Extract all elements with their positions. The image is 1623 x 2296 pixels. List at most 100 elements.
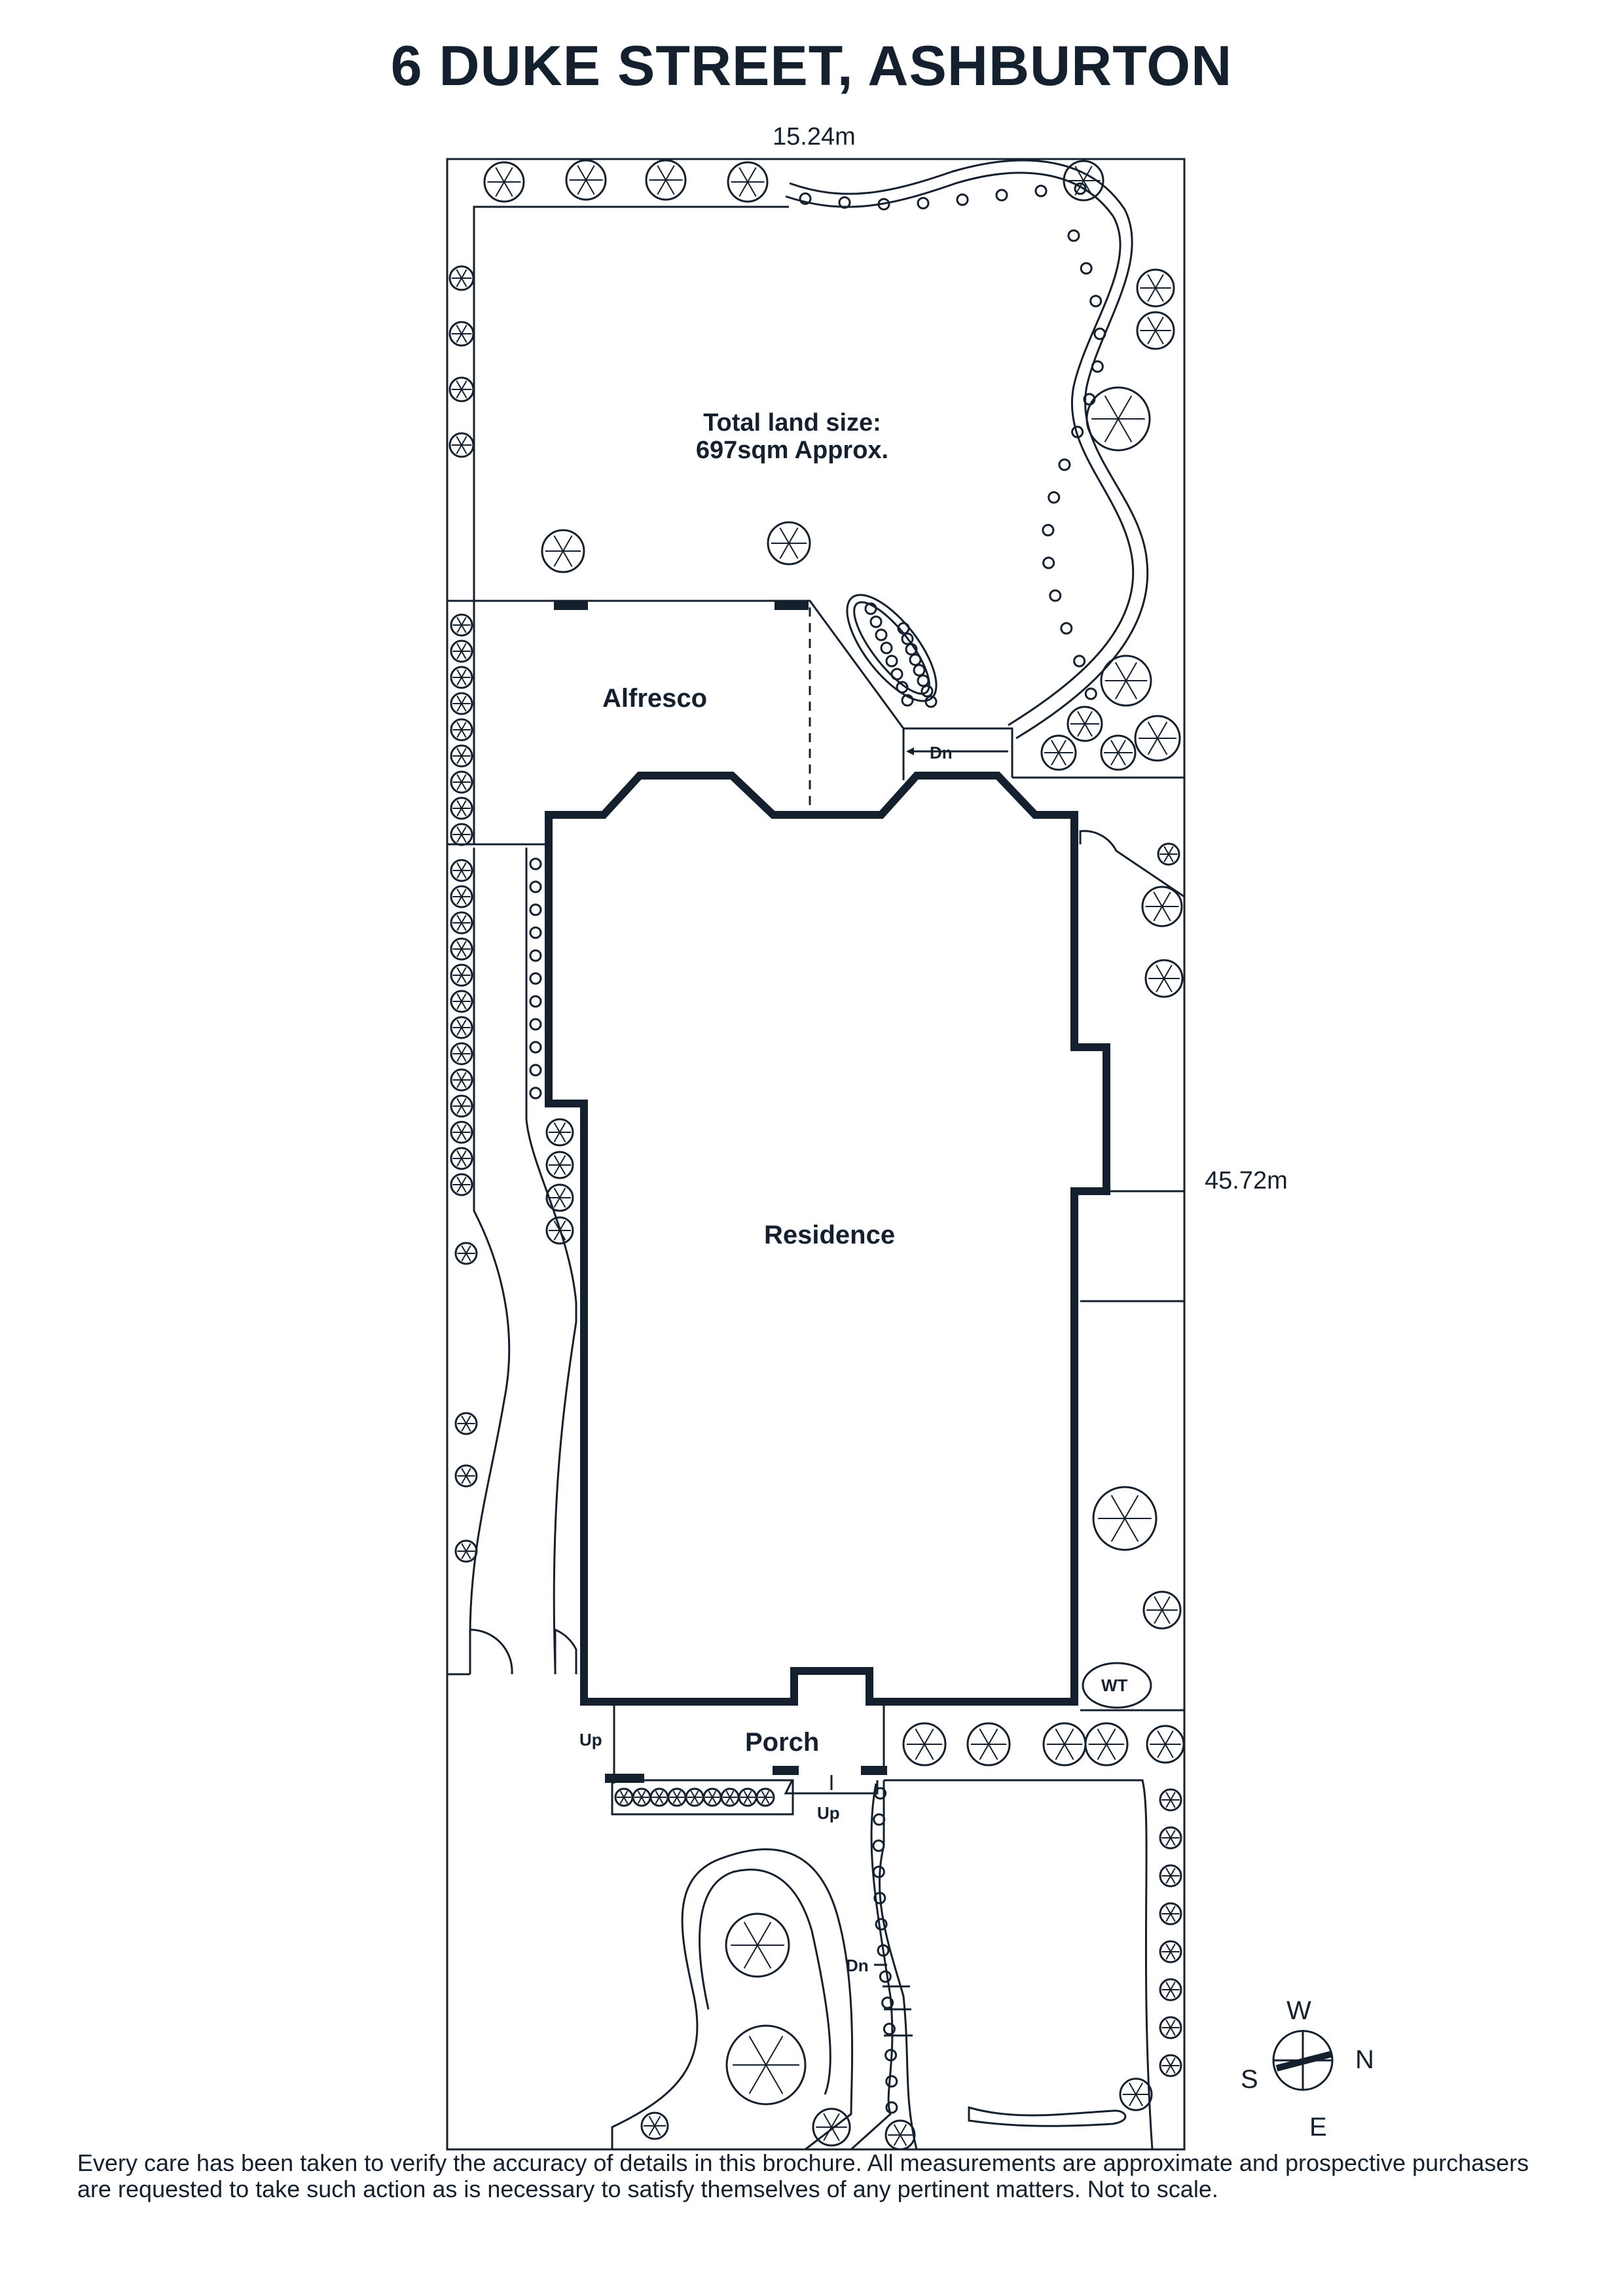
shrub-icon xyxy=(1040,734,1077,771)
shrub-icon xyxy=(448,321,475,347)
plant-dot xyxy=(885,2075,898,2088)
shrub-icon xyxy=(1042,1722,1087,1767)
shrub-icon xyxy=(1100,655,1152,707)
shrub-icon xyxy=(645,159,687,201)
residence-label: Residence xyxy=(764,1221,896,1249)
plant-dot xyxy=(1089,295,1103,308)
shrub-icon xyxy=(767,521,811,565)
shrub-icon xyxy=(450,666,473,689)
shrub-icon xyxy=(1141,886,1183,927)
shrub-icon xyxy=(756,1787,775,1807)
shrub-icon xyxy=(450,911,473,935)
plant-dot xyxy=(909,653,922,666)
plant-dot xyxy=(1042,524,1055,537)
rear-garden-path xyxy=(785,171,1135,726)
plant-dot xyxy=(877,198,890,211)
shrub-icon xyxy=(450,823,473,846)
shrub-icon xyxy=(1119,2077,1153,2111)
land-size-line2: 697sqm Approx. xyxy=(695,437,889,464)
plant-dot xyxy=(1073,655,1086,668)
plant-dot xyxy=(1060,622,1073,635)
shrub-icon xyxy=(702,1787,722,1807)
shrub-icon xyxy=(1092,1486,1158,1551)
plant-dot xyxy=(901,694,914,707)
shrub-icon xyxy=(450,937,473,961)
compass-south: S xyxy=(1241,2065,1258,2094)
plant-dot xyxy=(917,196,930,209)
shrub-icon xyxy=(685,1787,704,1807)
step-down-rear: Dn xyxy=(930,743,953,762)
plant-dot xyxy=(1048,491,1061,504)
plant-dot xyxy=(1074,182,1087,195)
shrub-icon xyxy=(1136,311,1175,350)
plant-dot xyxy=(1083,393,1096,406)
shrub-icon xyxy=(1085,386,1151,452)
plant-dot xyxy=(529,949,542,962)
residence-outline xyxy=(545,772,1110,1706)
shrub-icon xyxy=(1159,1902,1182,1926)
shrub-icon xyxy=(565,159,607,201)
shrub-icon xyxy=(450,1094,473,1118)
shrub-icon xyxy=(725,1912,790,1978)
shrub-icon xyxy=(454,1539,478,1563)
shrub-icon xyxy=(1159,1788,1182,1812)
shrub-icon xyxy=(454,1242,478,1265)
plant-dot xyxy=(799,192,812,206)
plant-dot xyxy=(529,995,542,1008)
shrub-icon xyxy=(1136,268,1175,308)
plant-dot xyxy=(1067,229,1080,242)
shrub-icon xyxy=(483,161,525,203)
shrub-icon xyxy=(1142,1590,1182,1630)
plant-dot xyxy=(881,1996,894,2009)
plant-dot xyxy=(529,1064,542,1077)
step-down-front: Dn xyxy=(846,1956,869,1975)
shrub-icon xyxy=(1159,1940,1182,1964)
plant-dot xyxy=(872,1839,885,1852)
porch-label: Porch xyxy=(745,1728,820,1757)
plant-dot xyxy=(873,1892,886,1905)
land-size-label: Total land size: 697sqm Approx. xyxy=(668,409,917,464)
compass-east: E xyxy=(1309,2113,1327,2142)
compass-west: W xyxy=(1286,1996,1311,2025)
shrub-icon xyxy=(727,161,769,203)
plant-dot xyxy=(1034,185,1048,198)
plant-dot xyxy=(529,880,542,893)
plant-dot xyxy=(529,1041,542,1054)
depth-dimension: 45.72m xyxy=(1205,1167,1288,1194)
plant-dot xyxy=(880,641,893,655)
plant-dot xyxy=(883,2022,896,2036)
plant-dot xyxy=(875,1918,888,1931)
shrub-icon xyxy=(738,1787,757,1807)
shrub-icon xyxy=(1146,1725,1185,1764)
shrub-icon xyxy=(545,1183,574,1212)
plant-dot xyxy=(924,695,938,708)
plant-dot xyxy=(873,1813,886,1826)
plant-dot xyxy=(897,622,910,635)
plant-dot xyxy=(864,602,877,615)
plant-dot xyxy=(1080,262,1093,275)
plant-dot xyxy=(901,632,914,645)
compass-needle xyxy=(1275,2051,1334,2072)
shrub-icon xyxy=(450,1147,473,1170)
plant-dot xyxy=(884,2049,898,2062)
plant-dot xyxy=(872,1865,885,1878)
shrub-icon xyxy=(450,1173,473,1196)
plant-dot xyxy=(885,655,898,668)
shrub-icon xyxy=(448,265,475,291)
shrub-icon xyxy=(1159,1978,1182,2001)
shrub-icon xyxy=(448,376,475,403)
shrub-icon xyxy=(545,1151,574,1179)
shrub-icon xyxy=(448,432,475,458)
plant-dot xyxy=(896,681,909,694)
shrub-icon xyxy=(1144,959,1184,998)
page-title: 6 DUKE STREET, ASHBURTON xyxy=(390,35,1233,98)
rear-garden-edge xyxy=(473,206,789,844)
shrub-icon xyxy=(541,529,585,573)
plant-dot xyxy=(877,1944,890,1957)
plant-dot xyxy=(1093,327,1106,340)
plant-dot xyxy=(905,643,918,656)
shrub-icon xyxy=(450,718,473,742)
shrub-icon xyxy=(450,692,473,715)
width-dimension: 15.24m xyxy=(773,123,856,151)
site-boundary xyxy=(446,158,1186,2151)
